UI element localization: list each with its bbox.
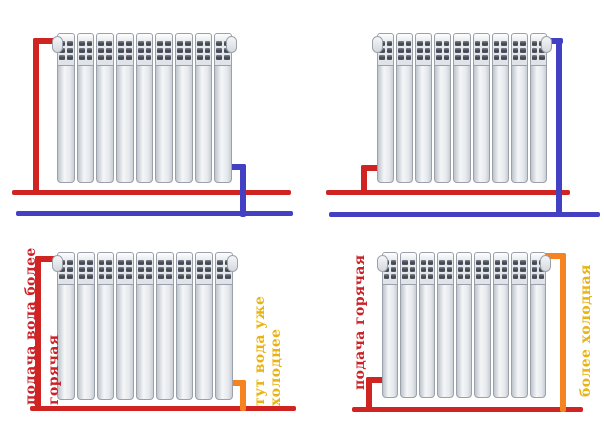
label-line: подача вода более	[23, 247, 39, 405]
radiator-section	[453, 33, 471, 183]
radiator-section	[492, 252, 510, 398]
label-line: подача горячая	[352, 254, 368, 391]
radiator-section	[437, 252, 454, 398]
radiator-section	[434, 33, 452, 183]
radiator-end-cap	[52, 36, 63, 53]
label-supply-hot: подача горячая	[352, 255, 368, 391]
radiator	[372, 33, 552, 183]
cold-main-line	[16, 211, 293, 216]
hot-main-line	[352, 407, 583, 412]
hot-supply-stub	[366, 377, 384, 383]
hot-main-line	[12, 190, 291, 195]
radiator-end-cap	[52, 255, 63, 272]
radiator-section	[155, 252, 174, 400]
cooled-return-stub	[226, 380, 246, 386]
hot-supply-stub	[33, 38, 62, 44]
cold-return-stub	[542, 38, 563, 44]
radiator-section	[474, 252, 491, 398]
hot-supply-stub	[361, 165, 379, 171]
radiator-section	[57, 33, 75, 183]
label-line: тут вода уже	[252, 295, 268, 406]
radiator-section	[400, 252, 417, 398]
hot-supply-stub	[35, 256, 62, 262]
radiator	[52, 252, 238, 400]
radiator-section	[135, 33, 154, 183]
radiator-section	[116, 33, 134, 183]
radiator-section	[96, 33, 115, 183]
cold-return-drop	[240, 164, 246, 217]
radiator-section	[76, 33, 95, 183]
radiator-end-cap	[541, 36, 552, 53]
hot-supply-riser	[361, 165, 367, 195]
cooled-return-drop	[240, 380, 246, 411]
radiator-end-cap	[226, 36, 237, 53]
radiator-section	[155, 33, 174, 183]
radiator-section	[491, 33, 509, 183]
hot-supply-riser	[33, 38, 39, 195]
label-line: горячая	[46, 334, 63, 405]
hot-supply-riser	[366, 377, 372, 412]
label-line: более холодная	[578, 264, 594, 397]
radiator-section	[116, 252, 135, 400]
radiator-section	[194, 33, 213, 183]
cooled-return-drop	[560, 253, 566, 412]
radiator-section	[214, 33, 233, 183]
radiator-section	[510, 33, 528, 183]
radiator-end-cap	[372, 36, 383, 53]
radiator-section	[136, 252, 154, 400]
radiator	[52, 33, 237, 183]
radiator-section	[215, 252, 234, 400]
radiator	[377, 252, 551, 398]
hot-main-line	[326, 190, 570, 195]
cold-main-line	[329, 212, 600, 217]
radiator-end-cap	[377, 255, 388, 272]
radiator-section	[382, 252, 399, 398]
radiator-section	[377, 33, 395, 183]
radiator-section	[175, 33, 193, 183]
radiator-section	[195, 252, 214, 400]
radiator-end-cap	[540, 255, 551, 272]
cooled-return-stub	[544, 253, 566, 259]
radiator-section	[76, 252, 95, 400]
cold-return-stub	[224, 164, 246, 170]
radiator-section	[455, 252, 473, 398]
radiator-section	[472, 33, 490, 183]
label-colder: более холодная	[578, 264, 594, 397]
label-supply-hotter: подача вода более горячая	[20, 247, 66, 405]
label-line: холоднее	[268, 328, 285, 407]
radiator-section	[396, 33, 414, 183]
radiator-section	[96, 252, 115, 400]
radiator-section	[529, 33, 547, 183]
radiator-section	[418, 252, 436, 398]
label-cooled-here: тут вода уже холоднее	[252, 296, 284, 406]
cold-return-drop	[556, 38, 562, 217]
radiator-section	[511, 252, 528, 398]
hot-supply-riser	[35, 256, 41, 411]
radiator-section	[415, 33, 433, 183]
radiator-end-cap	[227, 255, 238, 272]
hot-main-line	[30, 406, 296, 411]
radiator-section	[529, 252, 546, 398]
radiator-section	[175, 252, 194, 400]
